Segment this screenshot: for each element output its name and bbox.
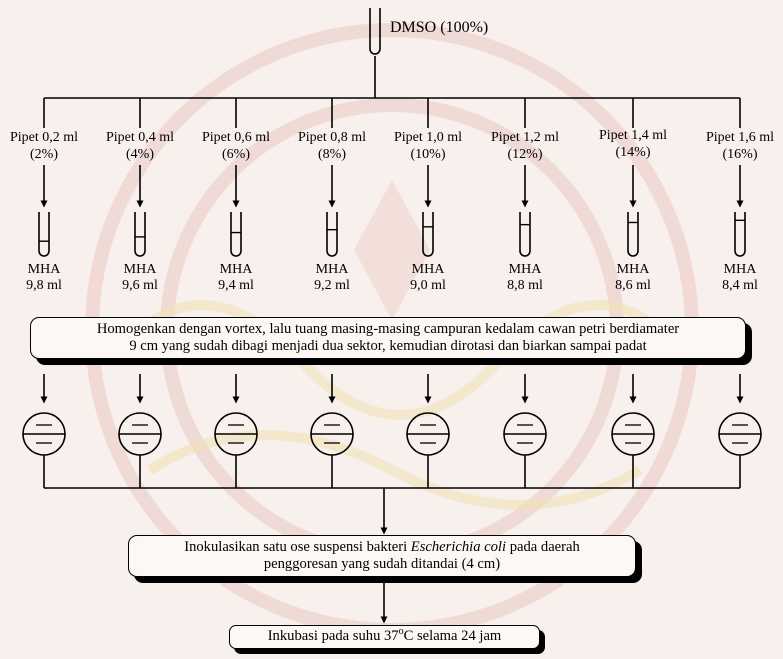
pipet-percent: (4%) <box>126 147 154 162</box>
tube-outline <box>422 212 434 257</box>
pipet-label: Pipet 0,8 ml (8%) <box>284 129 380 163</box>
incubate-prefix: Inkubasi pada suhu 37 <box>267 628 399 644</box>
mha-name: MHA <box>508 262 542 277</box>
dmso-tube-icon <box>369 8 381 55</box>
pipet-volume: Pipet 0,2 ml <box>9 130 79 145</box>
inoculate-suffix: pada daerah <box>506 539 580 555</box>
inoculate-line-2: penggoresan yang sudah ditandai (4 cm) <box>263 556 501 572</box>
petri-dish-icon <box>611 412 655 456</box>
mha-volume: 9,2 ml <box>314 278 350 293</box>
test-tube-icon <box>734 212 746 257</box>
pipet-percent: (10%) <box>410 147 446 162</box>
test-tube-icon <box>627 212 639 257</box>
test-tube-icon <box>326 212 338 257</box>
tube-outline <box>326 212 338 257</box>
mha-name: MHA <box>411 262 445 277</box>
pipet-volume: Pipet 1,2 ml <box>490 130 560 145</box>
homogenize-step-box: Homogenkan dengan vortex, lalu tuang mas… <box>30 317 746 359</box>
tube-outline <box>230 212 242 257</box>
pipet-volume: Pipet 1,0 ml <box>393 130 463 145</box>
petri-dish-icon <box>118 412 162 456</box>
pipet-volume: Pipet 0,6 ml <box>201 130 271 145</box>
mha-name: MHA <box>723 262 757 277</box>
pipet-percent: (16%) <box>722 147 758 162</box>
mha-volume: 8,8 ml <box>507 278 543 293</box>
test-tube-icon <box>134 212 146 257</box>
petri-dish-icon <box>406 412 450 456</box>
inoculate-step-box: Inokulasikan satu ose suspensi bakteri E… <box>128 535 636 577</box>
pipet-percent: (14%) <box>615 145 651 160</box>
test-tube-icon <box>422 212 434 257</box>
inoculate-species: Escherichia coli <box>410 539 507 555</box>
tube-outline <box>38 212 50 257</box>
pipet-percent: (2%) <box>30 147 58 162</box>
mha-name: MHA <box>27 262 61 277</box>
inoculate-prefix: Inokulasikan satu ose suspensi bakteri <box>184 539 411 555</box>
tube-outline <box>519 212 531 257</box>
pipet-label: Pipet 1,4 ml (14%) <box>585 127 681 161</box>
test-tubes <box>38 212 746 257</box>
pipet-label: Pipet 1,6 ml (16%) <box>692 129 783 163</box>
pipet-volume: Pipet 0,4 ml <box>105 130 175 145</box>
mha-volume: 8,6 ml <box>615 278 651 293</box>
mha-volume: 9,6 ml <box>122 278 158 293</box>
incubate-suffix: C selama 24 jam <box>403 628 502 644</box>
dmso-label: DMSO (100%) <box>390 19 489 36</box>
pipet-volume: Pipet 0,8 ml <box>297 130 367 145</box>
pipet-percent: (12%) <box>507 147 543 162</box>
petri-dish-icon <box>718 412 762 456</box>
pipet-volume: Pipet 1,4 ml <box>598 128 668 143</box>
mha-volume: 8,4 ml <box>722 278 758 293</box>
pipet-label: Pipet 0,6 ml (6%) <box>188 129 284 163</box>
petri-dishes <box>22 412 762 456</box>
test-tube-icon <box>230 212 242 257</box>
connector-lines <box>43 56 741 489</box>
pipet-percent: (8%) <box>318 147 346 162</box>
tube-outline <box>134 212 146 257</box>
petri-dish-icon <box>310 412 354 456</box>
mha-volume: 9,8 ml <box>26 278 62 293</box>
pipet-label: Pipet 1,0 ml (10%) <box>380 129 476 163</box>
tube-outline <box>734 212 746 257</box>
pipet-label: Pipet 1,2 ml (12%) <box>477 129 573 163</box>
petri-dish-icon <box>503 412 547 456</box>
pipet-label: Pipet 0,2 ml (2%) <box>0 129 92 163</box>
incubate-degree: o <box>398 626 404 638</box>
mha-name: MHA <box>219 262 253 277</box>
petri-dish-icon <box>22 412 66 456</box>
mha-volume: 9,4 ml <box>218 278 254 293</box>
tube-outline <box>627 212 639 257</box>
mha-volume: 9,0 ml <box>410 278 446 293</box>
homogenize-line-2: 9 cm yang sudah dibagi menjadi dua sekto… <box>129 338 647 354</box>
pipet-volume: Pipet 1,6 ml <box>705 130 775 145</box>
mha-name: MHA <box>315 262 349 277</box>
petri-dish-icon <box>214 412 258 456</box>
homogenize-line-1: Homogenkan dengan vortex, lalu tuang mas… <box>96 321 680 337</box>
mha-name: MHA <box>123 262 157 277</box>
inoculate-line-1: Inokulasikan satu ose suspensi bakteri E… <box>129 539 635 556</box>
test-tube-icon <box>519 212 531 257</box>
pipet-percent: (6%) <box>222 147 250 162</box>
tube-outline <box>369 8 381 55</box>
mha-name: MHA <box>616 262 650 277</box>
test-tube-icon <box>369 8 381 55</box>
arrows <box>40 165 744 624</box>
pipet-label: Pipet 0,4 ml (4%) <box>92 129 188 163</box>
incubate-step-box: Inkubasi pada suhu 37oC selama 24 jam <box>229 625 540 649</box>
test-tube-icon <box>38 212 50 257</box>
